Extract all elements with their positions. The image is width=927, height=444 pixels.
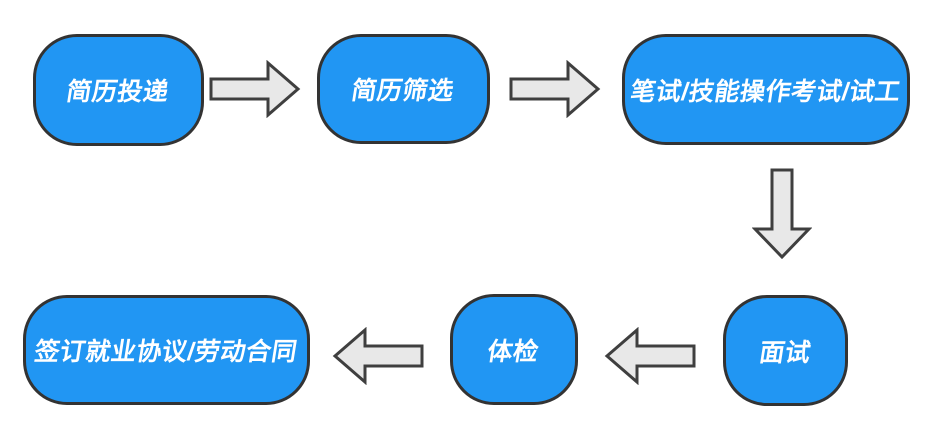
arrow-left-icon: [604, 327, 696, 385]
node-resume-screening-label: 简历筛选: [349, 77, 457, 105]
node-interview-label: 面试: [757, 338, 813, 367]
node-physical-exam-label: 体检: [485, 337, 542, 366]
arrow-down-icon: [752, 168, 812, 260]
node-written-skill-test: 笔试/技能操作考试/试工: [622, 34, 910, 145]
node-resume-screening: 简历筛选: [317, 34, 490, 144]
node-sign-contract: 签订就业协议/劳动合同: [23, 295, 310, 405]
node-written-skill-test-label: 笔试/技能操作考试/试工: [628, 77, 903, 106]
node-resume-submission-label: 简历投递: [64, 78, 172, 106]
node-interview: 面试: [723, 295, 848, 406]
node-resume-submission: 简历投递: [33, 34, 204, 146]
node-sign-contract-label: 签订就业协议/劳动合同: [32, 338, 300, 366]
arrow-right-icon: [209, 60, 301, 118]
arrow-right-icon: [509, 60, 601, 118]
arrow-left-icon: [332, 327, 424, 385]
node-physical-exam: 体检: [450, 294, 578, 405]
